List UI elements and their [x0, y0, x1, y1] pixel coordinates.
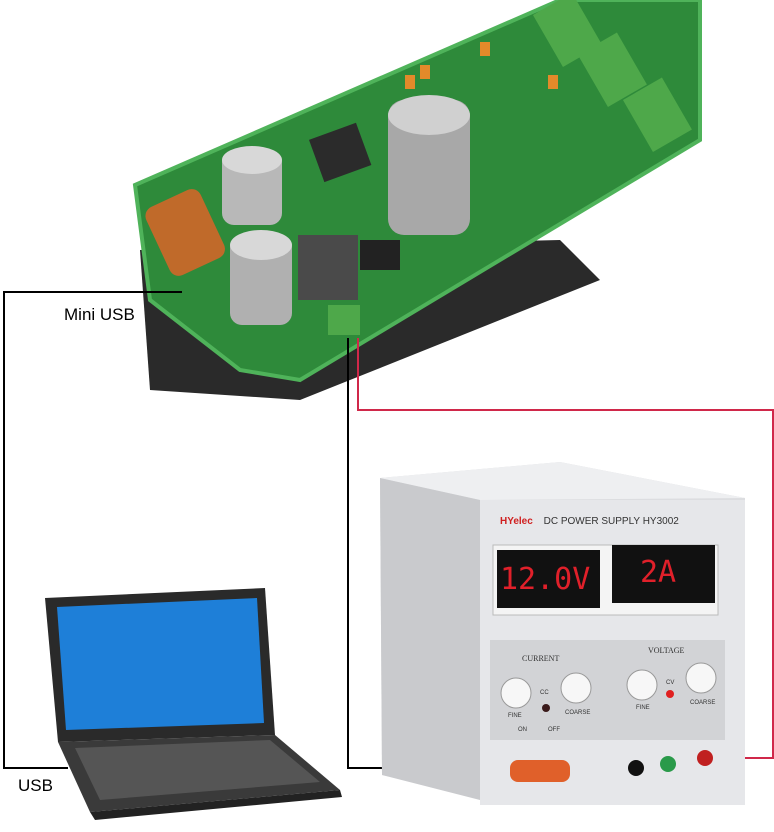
mini-usb-label: Mini USB	[64, 305, 135, 324]
current-display	[612, 545, 715, 603]
laptop	[45, 588, 342, 820]
voltage-display	[497, 550, 600, 608]
cv-label: CV	[666, 680, 675, 686]
cc-indicator	[542, 704, 550, 712]
usb-label: USB	[18, 776, 53, 795]
power-switch[interactable]	[510, 760, 570, 782]
current-coarse-knob[interactable]	[560, 672, 592, 704]
on-label: ON	[518, 727, 527, 733]
voltage-fine-knob[interactable]	[626, 669, 658, 701]
ground-terminal	[660, 756, 676, 772]
current-coarse-label: COARSE	[565, 710, 591, 716]
positive-terminal	[697, 750, 713, 766]
voltage-group-label: VOLTAGE	[648, 646, 685, 655]
mini-usb-cable	[3, 291, 182, 769]
positive-wire	[357, 338, 774, 759]
psu-header: HYelec DC POWER SUPPLY HY3002	[500, 516, 679, 527]
cv-indicator	[666, 690, 674, 698]
current-readout: 2A	[640, 555, 677, 590]
off-label: OFF	[548, 727, 560, 733]
voltage-coarse-knob[interactable]	[685, 662, 717, 694]
psu-model: DC POWER SUPPLY HY3002	[543, 516, 679, 527]
cc-label: CC	[540, 690, 549, 696]
current-fine-knob[interactable]	[500, 677, 532, 709]
psu-brand: HYelec	[500, 516, 533, 527]
motor-control-board: NXP	[132, 0, 702, 400]
voltage-readout: 12.0V	[500, 562, 591, 597]
current-fine-label: FINE	[508, 713, 522, 719]
voltage-coarse-label: COARSE	[690, 700, 716, 706]
current-group-label: CURRENT	[522, 654, 560, 663]
voltage-fine-label: FINE	[636, 705, 650, 711]
dc-power-supply	[380, 462, 745, 805]
negative-terminal	[628, 760, 644, 776]
